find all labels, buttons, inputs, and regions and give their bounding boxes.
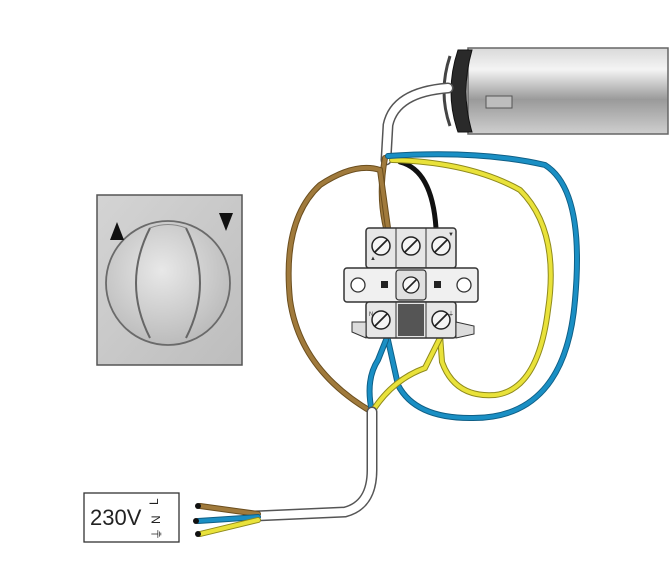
screw-icon (371, 236, 391, 256)
screw-icon (431, 310, 451, 330)
wires-supply-side (285, 164, 443, 415)
supply-cable (249, 406, 378, 522)
wire-black-down (397, 159, 439, 231)
earth-bridge (395, 269, 427, 301)
down-arrow-icon (219, 213, 233, 231)
terminal-mark-earth: ⏚ (448, 311, 454, 318)
motor-cable (380, 82, 454, 166)
terminal-block: ▲ ▼ N ⏚ (343, 227, 479, 339)
terminal-mark-down: ▼ (448, 232, 454, 238)
terminal-mark-up: ▲ (370, 256, 376, 262)
supply-wire-ends (193, 503, 261, 537)
switch-knob (105, 220, 231, 346)
screw-icon (371, 310, 391, 330)
wires-motor-side (378, 151, 580, 422)
screw-icon (431, 236, 451, 256)
motor-tube (442, 47, 669, 135)
live-label: L (147, 498, 161, 505)
power-supply-label: 230V L N ⏚ (83, 492, 180, 543)
screw-icon (401, 236, 421, 256)
earth-label: ⏚ (150, 528, 164, 540)
up-arrow-icon (110, 222, 124, 240)
terminal-mark-neutral: N (369, 312, 373, 318)
neutral-label: N (149, 515, 163, 524)
voltage-label: 230V (90, 505, 142, 530)
wall-switch (96, 194, 243, 366)
